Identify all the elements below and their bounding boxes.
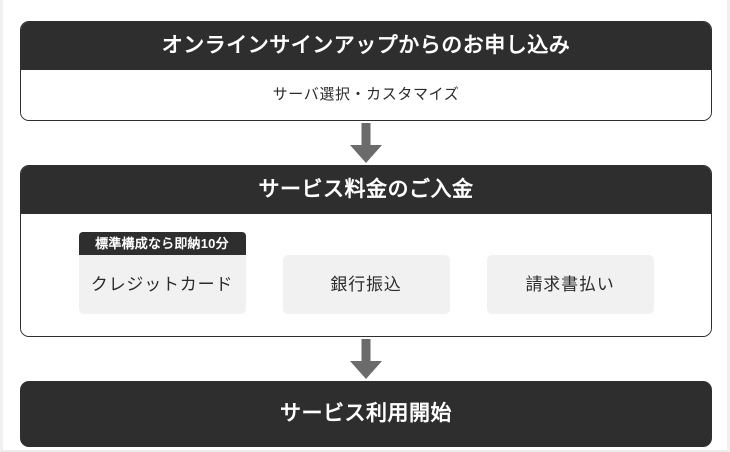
payment-option-label: 請求書払い xyxy=(486,254,654,314)
arrow-down-icon xyxy=(349,122,383,163)
step-signup-body: サーバ選択・カスタマイズ xyxy=(21,69,711,120)
step-service-start-title: サービス利用開始 xyxy=(20,380,712,447)
arrow-down-icon xyxy=(349,338,383,379)
flow-arrow-1 xyxy=(20,121,712,165)
step-card-signup: オンラインサインアップからのお申し込み サーバ選択・カスタマイズ xyxy=(20,21,712,121)
payment-option-label: クレジットカード xyxy=(78,254,246,314)
payment-option-invoice[interactable]: 請求書払い xyxy=(486,254,654,314)
payment-option-credit-card[interactable]: 標準構成なら即納10分 クレジットカード xyxy=(78,231,246,314)
payment-options-list: 標準構成なら即納10分 クレジットカード 銀行振込 請求書払い xyxy=(21,214,711,336)
step-payment-title: サービス料金のご入金 xyxy=(21,165,711,216)
step-card-payment: サービス料金のご入金 標準構成なら即納10分 クレジットカード 銀行振込 請求書… xyxy=(20,164,712,337)
step-payment-body: 標準構成なら即納10分 クレジットカード 銀行振込 請求書払い xyxy=(21,213,711,336)
step-signup-title: オンラインサインアップからのお申し込み xyxy=(21,21,711,72)
payment-option-badge: 標準構成なら即納10分 xyxy=(78,231,246,255)
signup-flow: オンラインサインアップからのお申し込み サーバ選択・カスタマイズ サービス料金の… xyxy=(20,21,712,447)
step-card-service-start: サービス利用開始 xyxy=(20,380,712,447)
payment-option-bank-transfer[interactable]: 銀行振込 xyxy=(282,254,450,314)
flow-arrow-2 xyxy=(20,337,712,381)
payment-option-label: 銀行振込 xyxy=(282,254,450,314)
step-signup-subline: サーバ選択・カスタマイズ xyxy=(272,85,460,103)
